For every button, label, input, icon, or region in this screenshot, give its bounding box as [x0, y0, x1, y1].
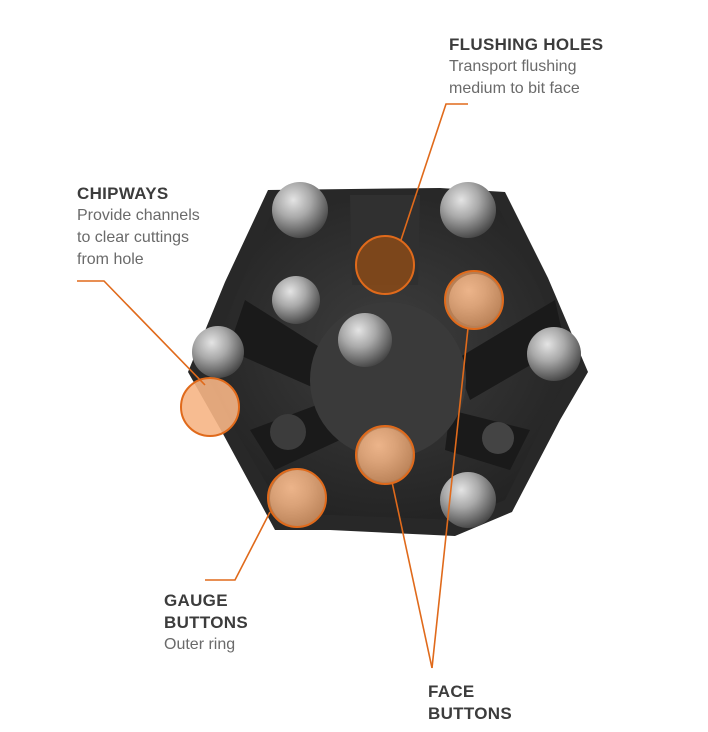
face-button [338, 313, 392, 367]
gauge-buttons-leader [205, 511, 271, 581]
face-button-marker [355, 425, 415, 485]
gauge-button [527, 327, 581, 381]
chipways-title: CHIPWAYS [77, 184, 169, 203]
flushing-holes-desc-line: medium to bit face [449, 80, 580, 97]
chipways-callout: CHIPWAYS Provide channels to clear cutti… [77, 183, 200, 271]
chipways-desc-line: from hole [77, 251, 144, 268]
flushing-holes-title: FLUSHING HOLES [449, 35, 604, 54]
face-button-marker [444, 270, 504, 330]
gauge-button [272, 182, 328, 238]
face-button [272, 276, 320, 324]
chipways-desc-line: Provide channels [77, 207, 200, 224]
flushing-holes-leader [400, 103, 468, 241]
face-buttons-leader-1 [431, 327, 469, 669]
flushing-holes-callout: FLUSHING HOLES Transport flushing medium… [449, 34, 603, 100]
flushing-hole-marker [355, 235, 415, 295]
face-button [270, 414, 306, 450]
gauge-buttons-title-line: GAUGE [164, 591, 228, 610]
highlight-markers [180, 235, 504, 528]
face-buttons-title-line: FACE [428, 682, 475, 701]
gauge-button [440, 182, 496, 238]
face-button [482, 422, 514, 454]
chipways-leader [77, 280, 206, 386]
face-buttons-title-line: BUTTONS [428, 704, 512, 723]
gauge-buttons-desc-line: Outer ring [164, 636, 236, 653]
face-buttons-leader-2 [391, 481, 433, 669]
chipways-desc-line: to clear cuttings [77, 229, 190, 246]
gauge-button [440, 472, 496, 528]
chipway-marker [180, 377, 240, 437]
gauge-buttons-title-line: BUTTONS [164, 613, 248, 632]
gauge-button [192, 326, 244, 378]
gauge-button-marker [267, 468, 327, 528]
gauge-buttons-callout: GAUGE BUTTONS Outer ring [164, 590, 248, 656]
leader-lines [77, 103, 469, 669]
flushing-holes-desc-line: Transport flushing [449, 58, 577, 75]
face-buttons-callout: FACE BUTTONS [428, 681, 512, 725]
